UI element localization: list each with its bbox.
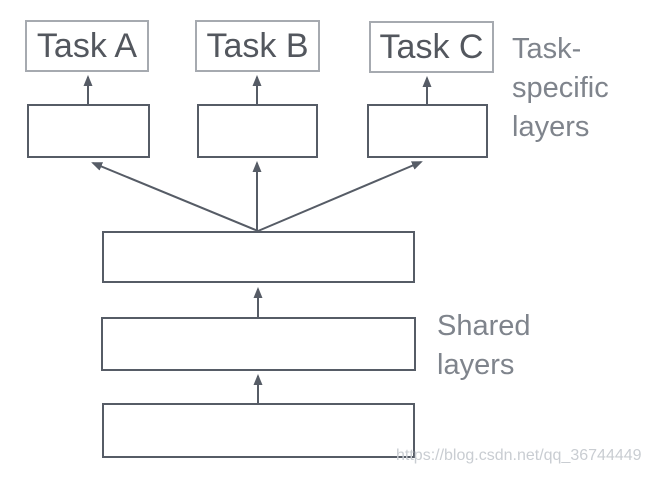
watermark-text: https://blog.csdn.net/qq_36744449 xyxy=(396,447,642,464)
arrow-shared-1-to-layer-a xyxy=(91,162,259,232)
task-c-box: Task C xyxy=(369,21,494,73)
task-specific-layer-b-box xyxy=(197,104,318,158)
shared-layer-3-box xyxy=(102,403,415,458)
task-b-box: Task B xyxy=(195,20,320,72)
shared-layers-label: Shared layers xyxy=(437,310,531,381)
task-specific-layer-c-box xyxy=(367,104,488,158)
shared-layer-2-box xyxy=(101,317,416,371)
task-specific-layers-label: Task- specific layers xyxy=(512,33,609,143)
shared-layer-1-box xyxy=(102,231,415,283)
arrow-shared-1-to-layer-c xyxy=(257,161,423,232)
task-specific-layer-a-box xyxy=(27,104,150,158)
task-a-box: Task A xyxy=(25,20,149,72)
